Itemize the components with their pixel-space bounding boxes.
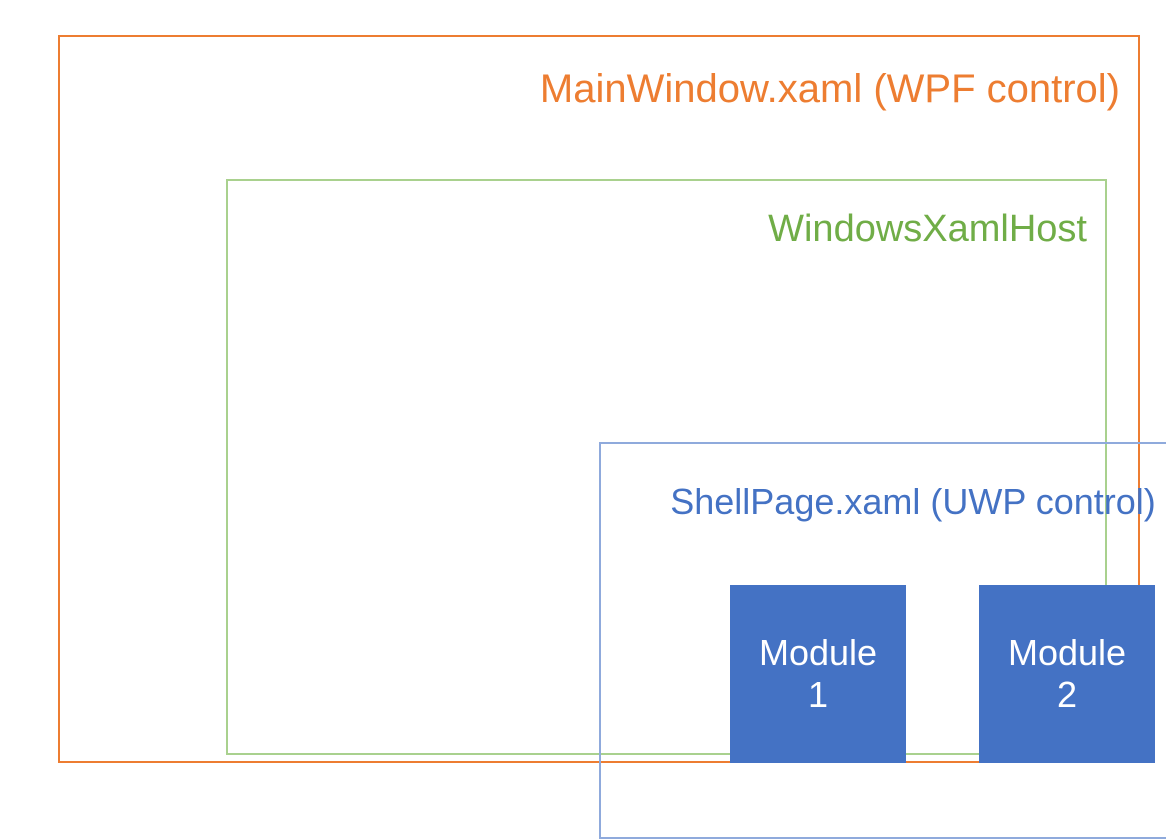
container-label-shellpage: ShellPage.xaml (UWP control) bbox=[670, 481, 1156, 522]
module-block-2: Module 2 bbox=[979, 585, 1155, 763]
module-block-1: Module 1 bbox=[730, 585, 906, 763]
module-2-number: 2 bbox=[1056, 674, 1078, 715]
module-1-number: 1 bbox=[807, 674, 829, 715]
module-2-name: Module bbox=[1007, 631, 1127, 673]
container-label-windowsxamlhost: WindowsXamlHost bbox=[768, 208, 1087, 250]
container-label-mainwindow: MainWindow.xaml (WPF control) bbox=[539, 67, 1120, 111]
container-shellpage-uwp: ShellPage.xaml (UWP control) Module 1 Mo… bbox=[599, 442, 1166, 839]
container-windowsxamlhost: WindowsXamlHost ShellPage.xaml (UWP cont… bbox=[226, 179, 1166, 839]
container-mainwindow-wpf: MainWindow.xaml (WPF control) WindowsXam… bbox=[58, 35, 1166, 839]
diagram-canvas: MainWindow.xaml (WPF control) WindowsXam… bbox=[58, 35, 1166, 839]
module-1-name: Module bbox=[758, 631, 878, 673]
